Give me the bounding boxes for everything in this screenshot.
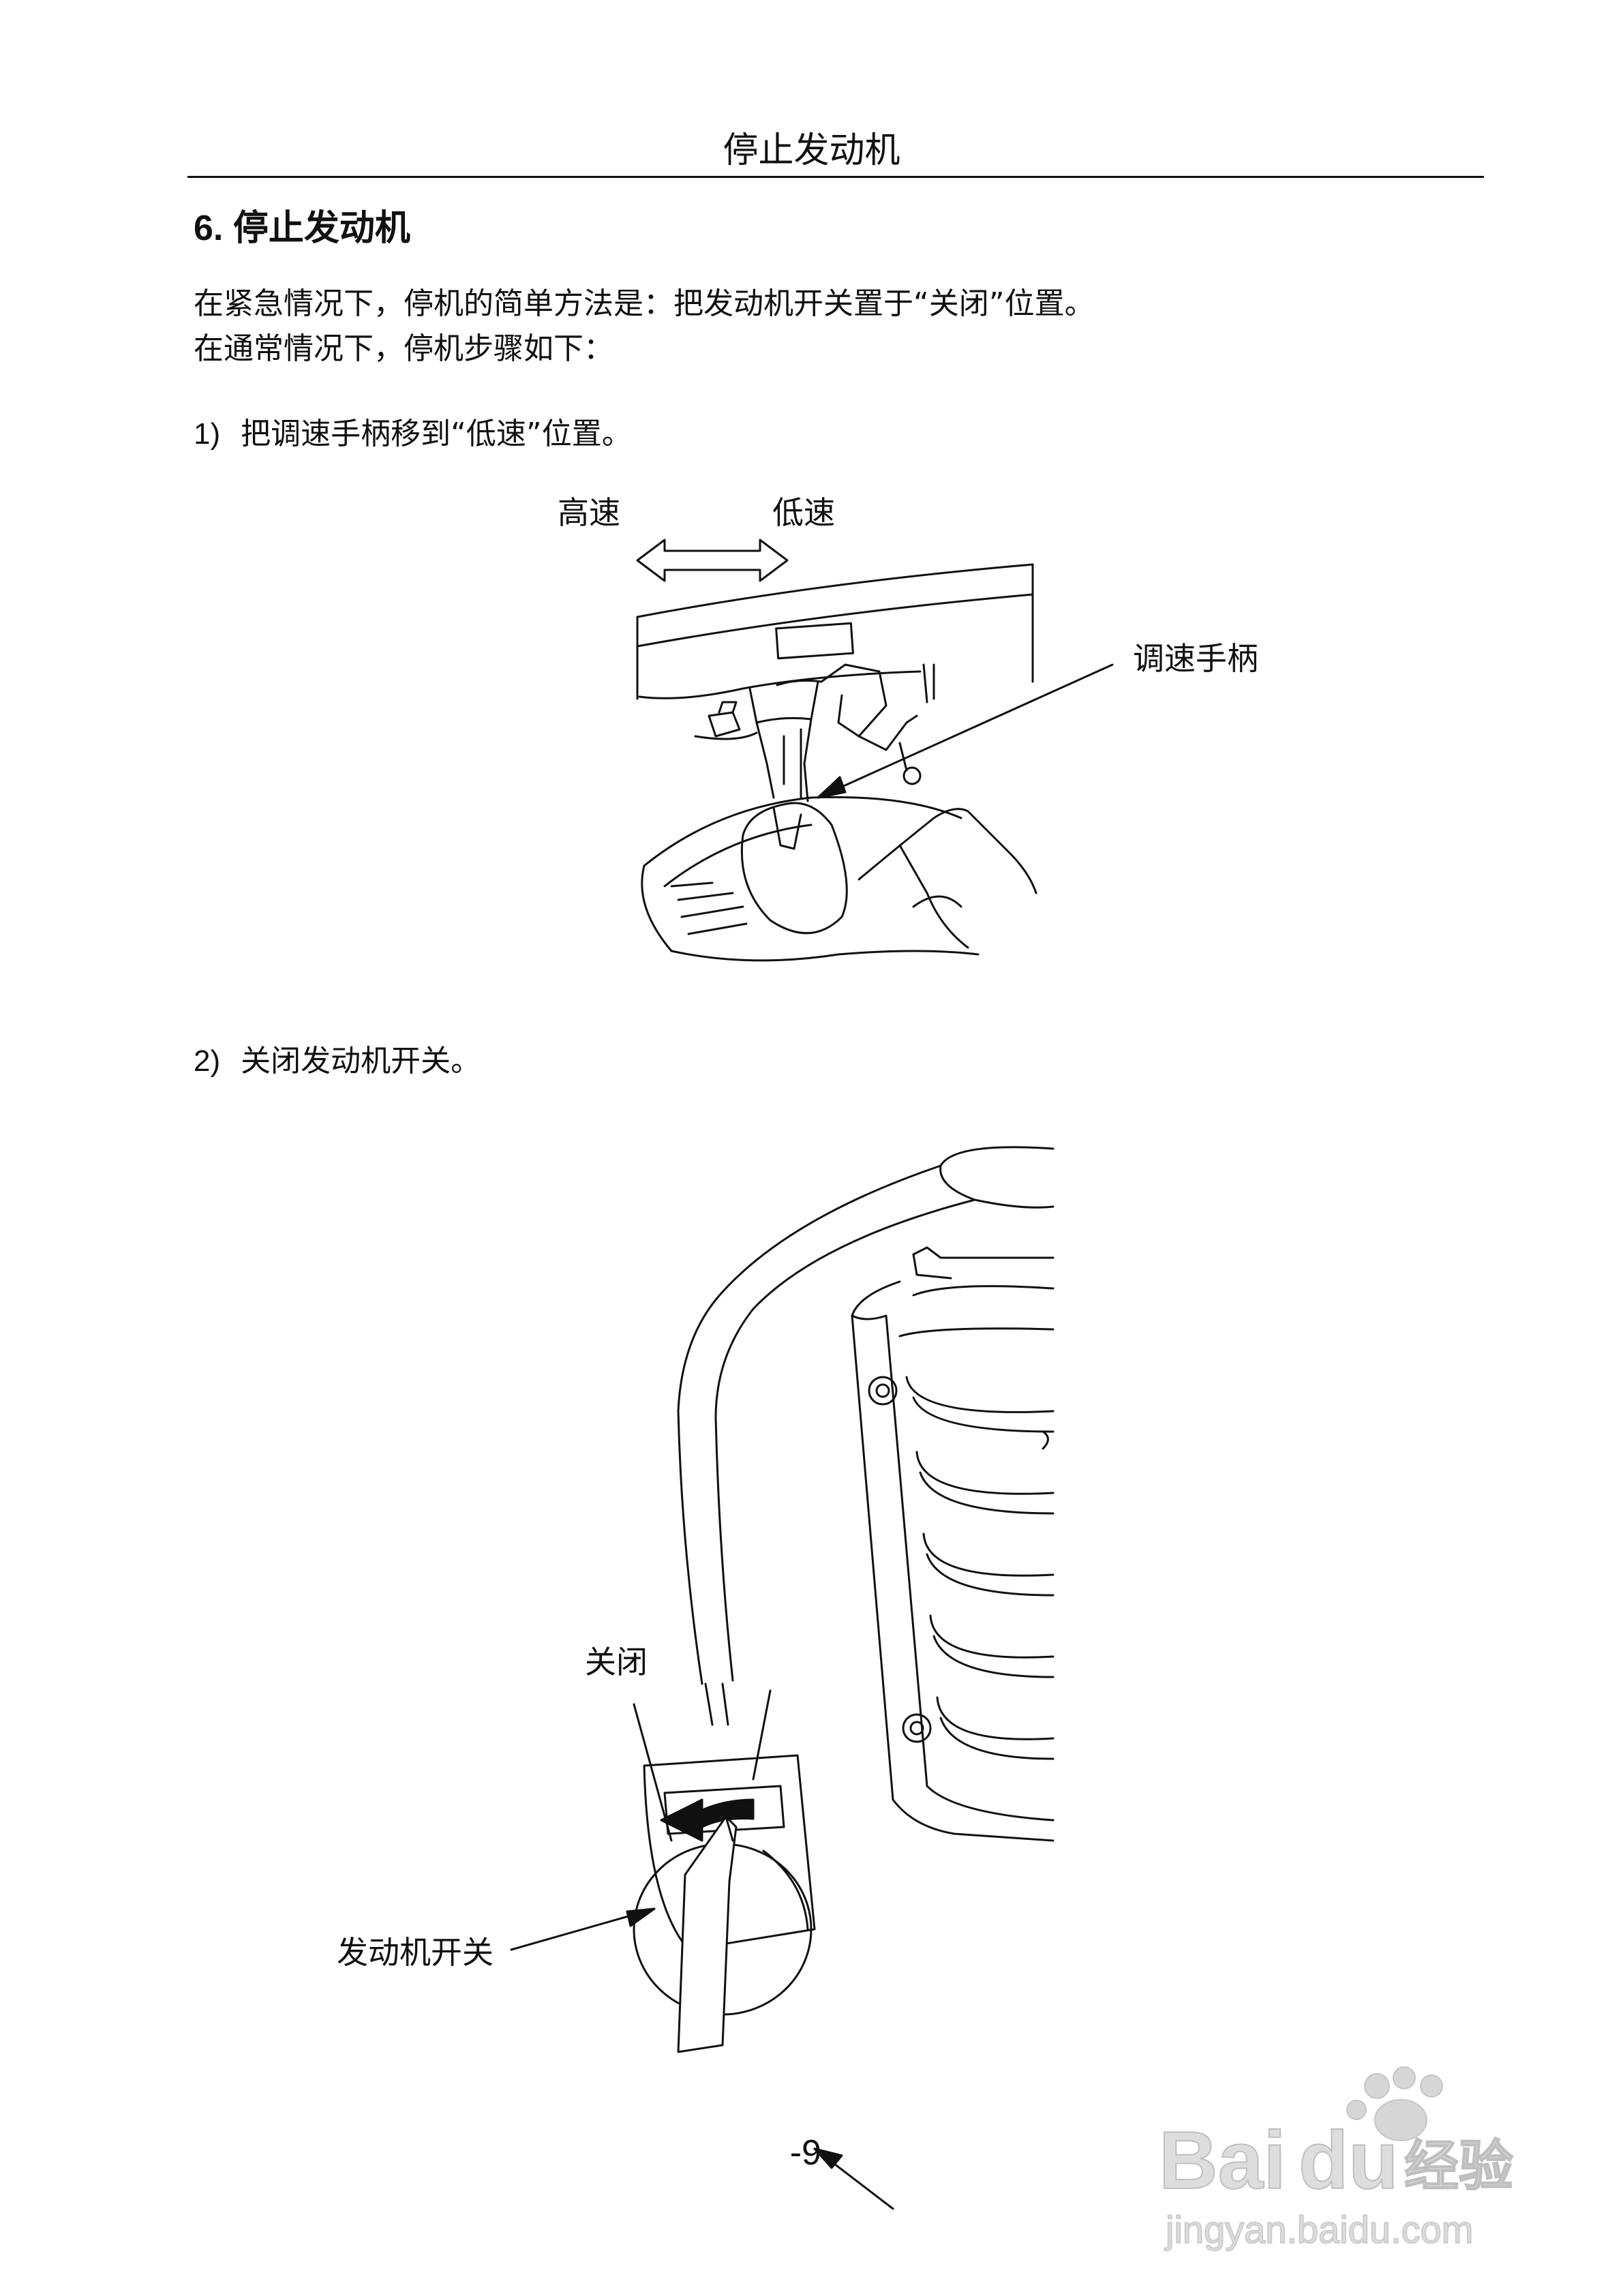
step-1-number: 1) [194, 417, 221, 451]
svg-text:经验: 经验 [1404, 2134, 1513, 2198]
label-high-speed: 高速 [558, 494, 620, 531]
header-rule [187, 176, 1484, 178]
step-2: 2) 关闭发动机开关。 [194, 1036, 481, 1080]
label-speed-lever: 调速手柄 [1133, 640, 1258, 677]
step-1-text: 把调速手柄移到“低速”位置。 [241, 417, 632, 451]
baidu-jingyan-watermark-logo: Bai du 经验 jingyan.baidu.com [1158, 2066, 1514, 2252]
running-header: 停止发动机 [723, 130, 900, 171]
intro-paragraph-line-2: 在通常情况下，停机步骤如下： [194, 331, 613, 366]
svg-text:Bai: Bai [1159, 2115, 1286, 2206]
label-off-position: 关闭 [585, 1644, 648, 1680]
intro-paragraph-line-1: 在紧急情况下，停机的简单方法是：把发动机开关置于“关闭”位置。 [194, 286, 1095, 321]
svg-text:du: du [1299, 2115, 1399, 2206]
step-2-text: 关闭发动机开关。 [241, 1044, 481, 1078]
step-2-number: 2) [194, 1044, 221, 1078]
off-arrow-icon [660, 1798, 755, 1842]
label-engine-switch: 发动机开关 [337, 1934, 494, 1971]
step-1: 1) 把调速手柄移到“低速”位置。 [194, 409, 632, 453]
label-low-speed: 低速 [772, 494, 835, 531]
page-number: -9- [789, 2133, 834, 2173]
section-title: 6. 停止发动机 [194, 209, 410, 248]
svg-text:jingyan.baidu.com: jingyan.baidu.com [1164, 2208, 1473, 2251]
double-arrow-icon [636, 539, 789, 582]
